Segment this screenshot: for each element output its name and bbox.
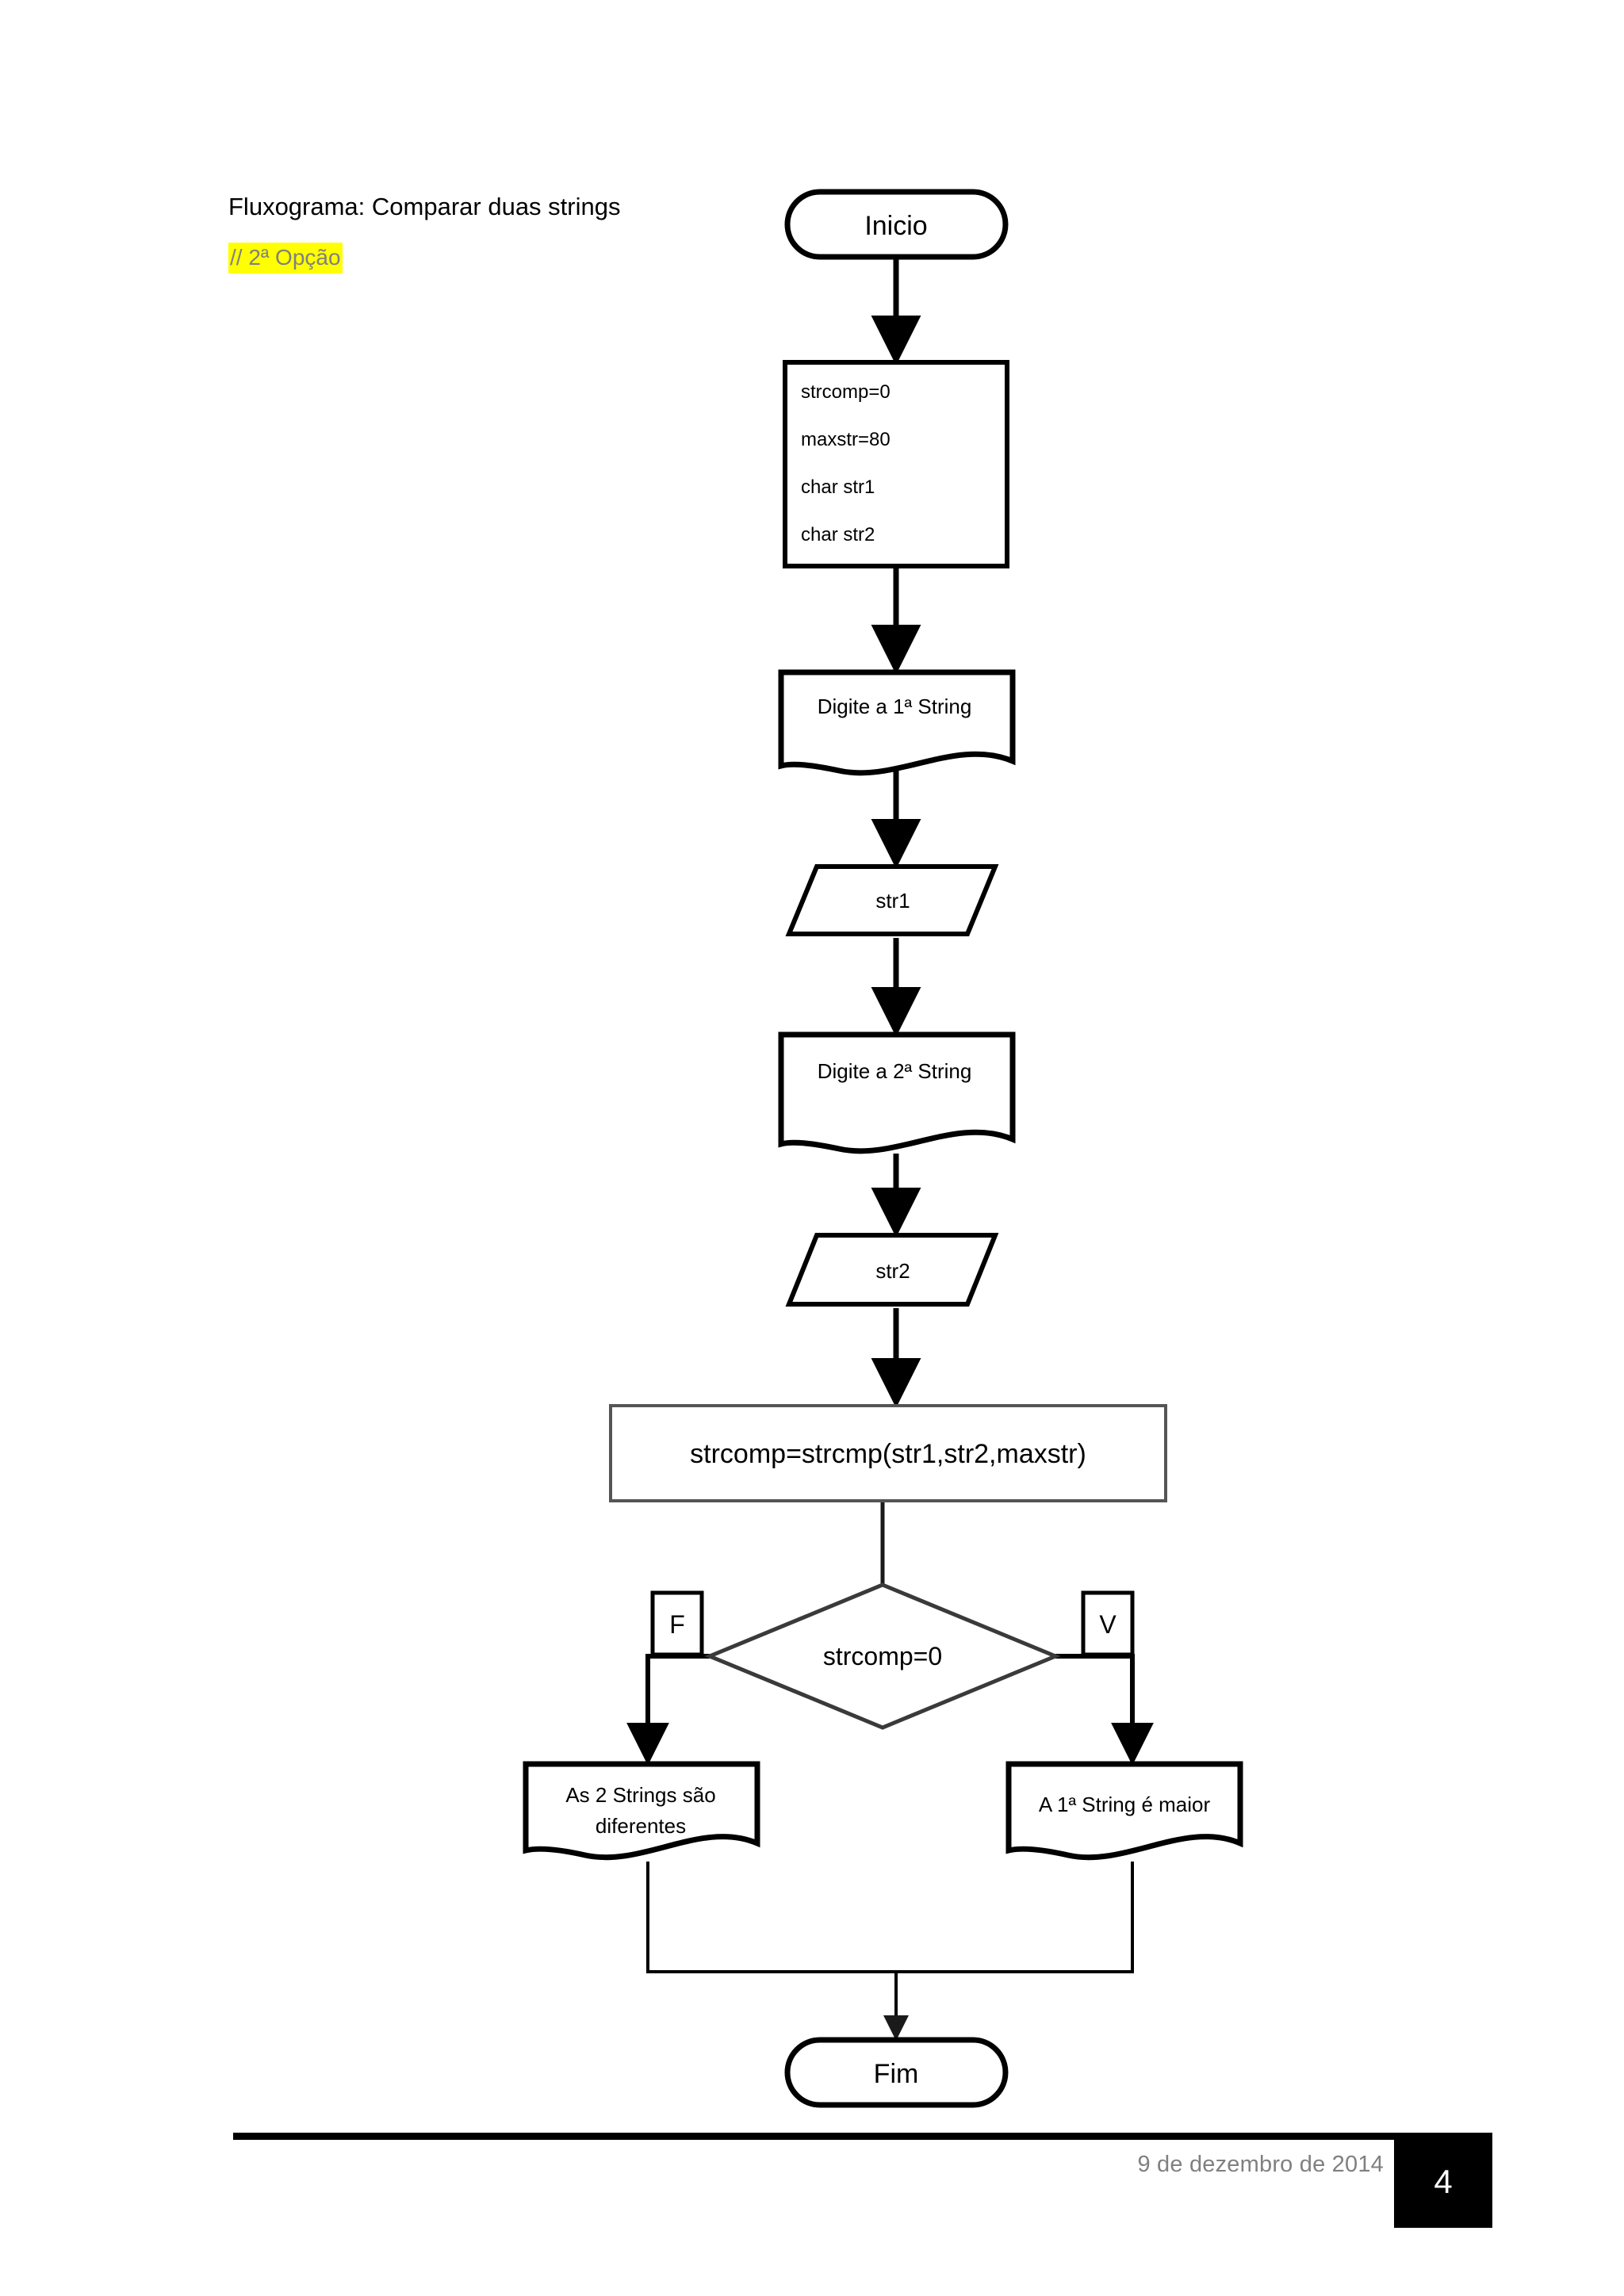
declare-line-4: char str2 xyxy=(801,524,875,545)
false-label-box xyxy=(650,1590,704,1657)
prompt1-label: Digite a 1ª String xyxy=(818,695,972,718)
out-true-shape xyxy=(1005,1761,1243,1861)
node-process: strcomp=strcmp(str1,str2,maxstr) xyxy=(609,1404,1167,1502)
out-true-label: A 1ª String é maior xyxy=(1039,1793,1211,1816)
input2-label: str2 xyxy=(875,1259,910,1283)
declare-line-2: maxstr=80 xyxy=(801,429,891,450)
branch-label-false: F xyxy=(650,1590,704,1657)
edge-decision-true xyxy=(1055,1654,1154,1766)
input2-shape xyxy=(785,1233,999,1307)
heading-block: Fluxograma: Comparar duas strings // 2ª … xyxy=(228,190,720,274)
edge-merge-true xyxy=(896,1862,1134,1973)
out-false-line-2: diferentes xyxy=(596,1814,686,1838)
process-shape xyxy=(609,1404,1167,1502)
true-label-box xyxy=(1081,1590,1135,1657)
true-label-text: V xyxy=(1099,1610,1116,1639)
prompt1-shape xyxy=(778,669,1016,776)
node-start: Inicio xyxy=(784,189,1009,260)
start-shape xyxy=(784,189,1009,260)
node-prompt1: Digite a 1ª String xyxy=(778,669,1016,776)
node-prompt2: Digite a 2ª String xyxy=(778,1031,1016,1154)
prompt2-shape xyxy=(778,1031,1016,1154)
end-shape xyxy=(784,2037,1009,2108)
edge-decision-false xyxy=(626,1654,710,1766)
prompt2-label: Digite a 2ª String xyxy=(818,1059,972,1083)
page-number: 4 xyxy=(1434,2163,1453,2200)
page-title: Fluxograma: Comparar duas strings xyxy=(228,193,621,220)
decision-shape xyxy=(704,1582,1061,1730)
process-label: strcomp=strcmp(str1,str2,maxstr) xyxy=(690,1439,1086,1469)
branch-label-true: V xyxy=(1081,1590,1135,1657)
declare-shape xyxy=(783,360,1009,568)
node-decision: strcomp=0 xyxy=(704,1582,1061,1730)
edge-merge-false xyxy=(646,1862,896,1973)
node-input1: str1 xyxy=(785,864,999,936)
node-declare: strcomp=0 maxstr=80 char str1 char str2 xyxy=(783,360,1009,568)
out-false-line-1: As 2 Strings são xyxy=(565,1783,715,1807)
node-out-false: As 2 Strings são diferentes xyxy=(523,1761,760,1861)
declare-line-1: strcomp=0 xyxy=(801,381,891,403)
footer-divider xyxy=(233,2133,1492,2140)
page-number-background xyxy=(1394,2136,1492,2228)
declare-line-3: char str1 xyxy=(801,476,875,498)
node-end: Fim xyxy=(784,2037,1009,2108)
footer-date: 9 de dezembro de 2014 xyxy=(1137,2152,1384,2177)
end-label: Fim xyxy=(874,2059,919,2089)
decision-label: strcomp=0 xyxy=(823,1642,942,1670)
node-out-true: A 1ª String é maior xyxy=(1005,1761,1243,1861)
node-input2: str2 xyxy=(785,1233,999,1307)
highlighted-note: // 2ª Opção xyxy=(228,242,343,274)
heading-note-wrapper: // 2ª Opção xyxy=(228,242,720,274)
out-false-shape xyxy=(523,1761,760,1861)
false-label-text: F xyxy=(669,1610,685,1639)
input1-label: str1 xyxy=(875,889,910,913)
input1-shape xyxy=(785,864,999,936)
start-label: Inicio xyxy=(864,211,927,241)
